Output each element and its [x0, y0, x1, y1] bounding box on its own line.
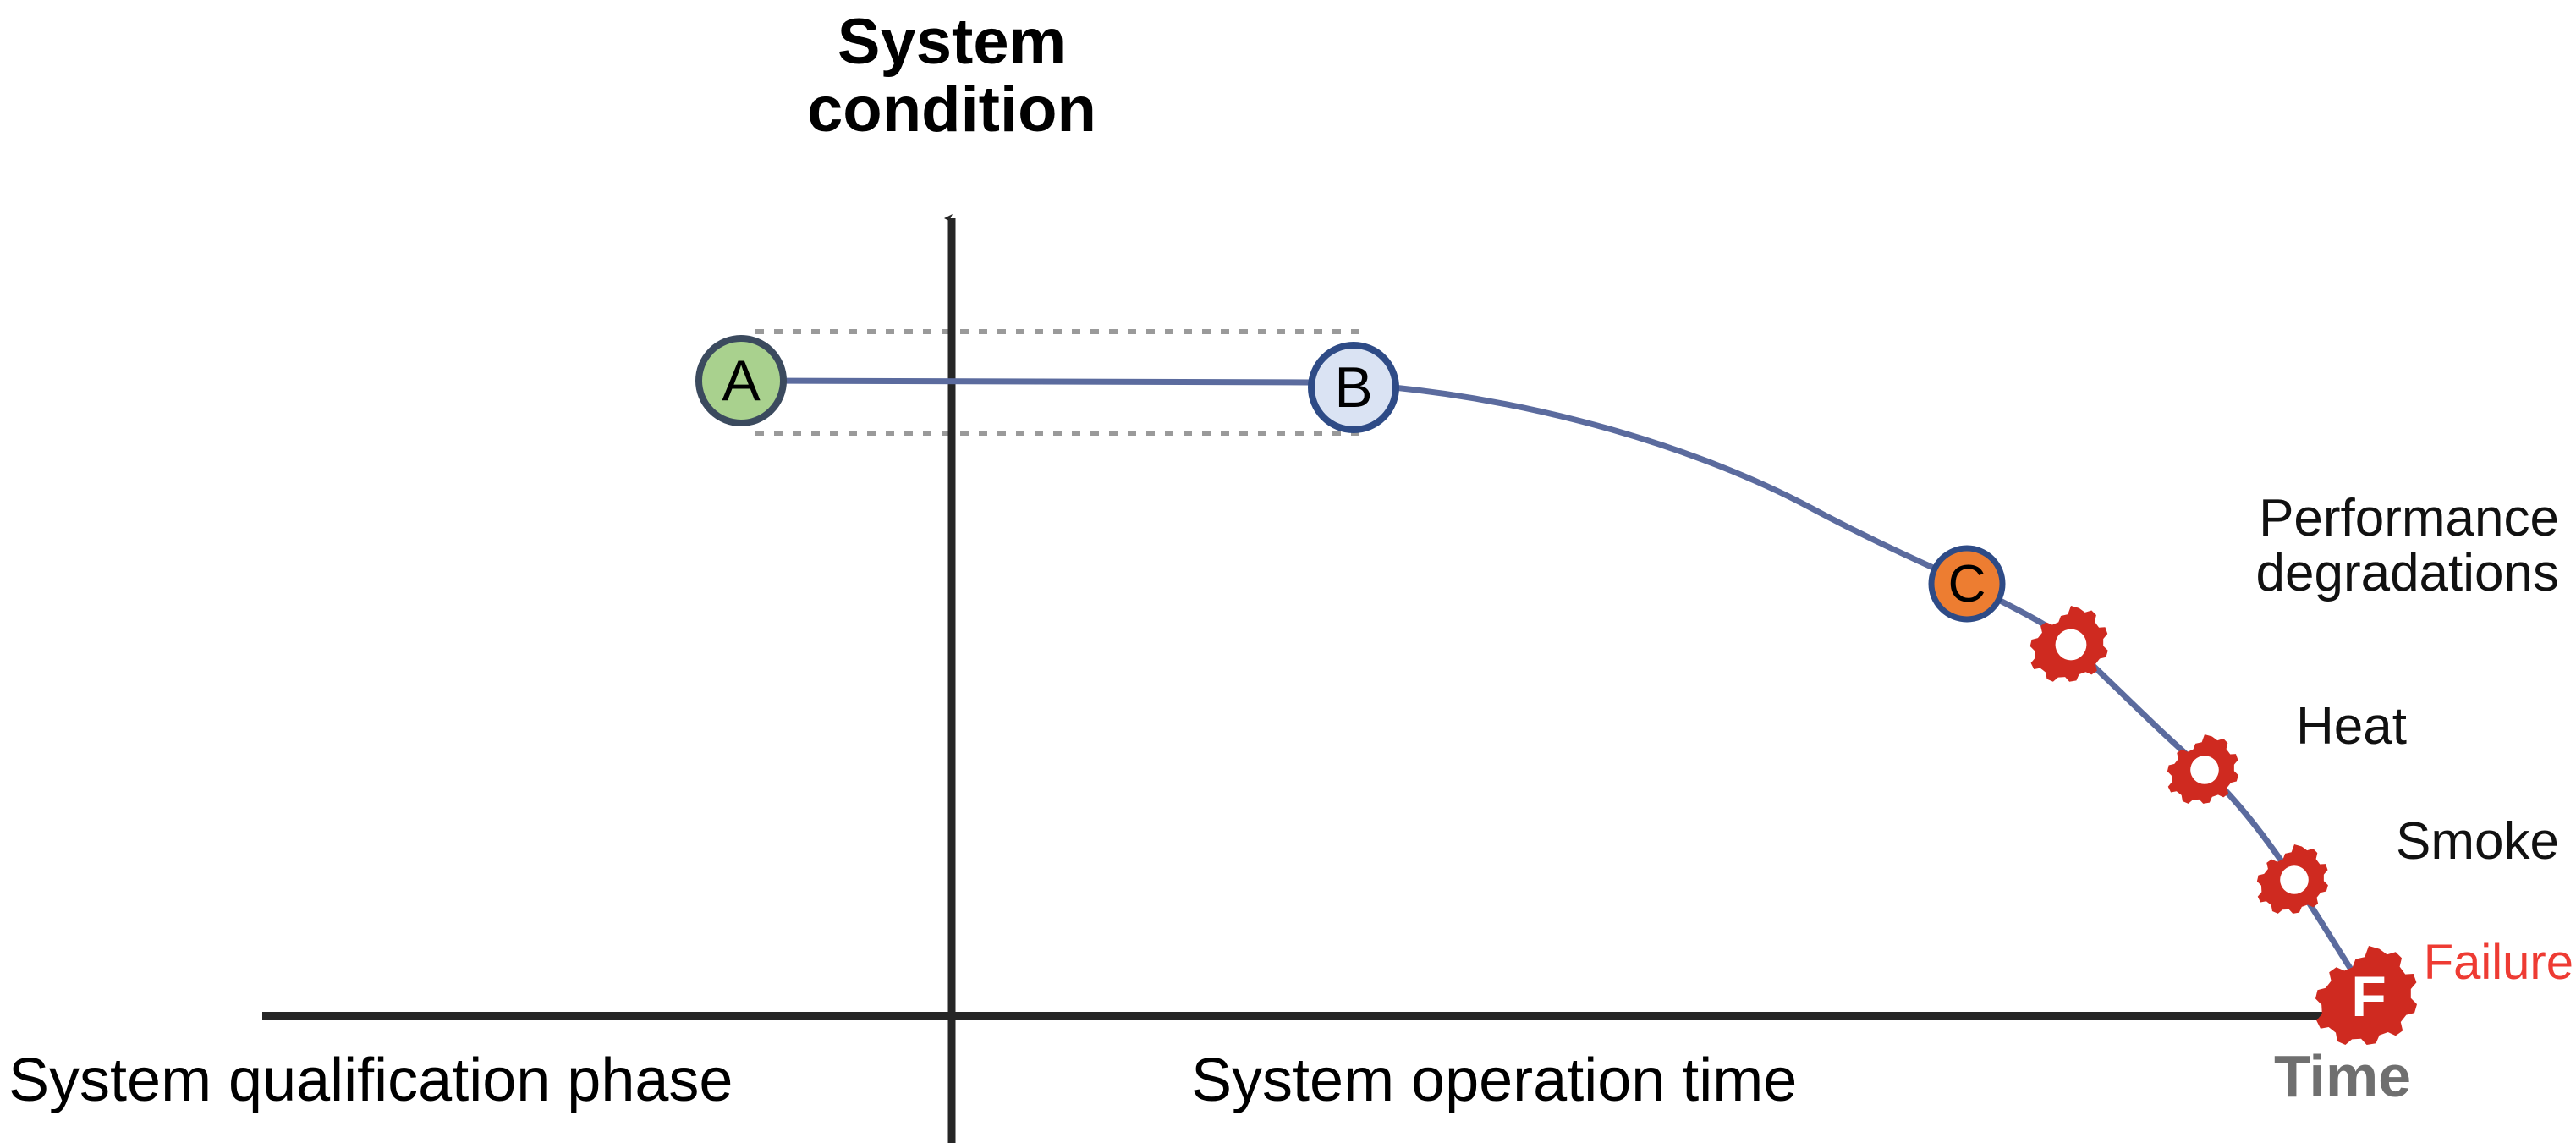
node-circle-b [1308, 342, 1399, 433]
system-condition-curve [738, 377, 2372, 1000]
label-failure: Failure [2423, 935, 2573, 990]
y-axis-title-line2: condition [807, 73, 1096, 146]
left-phase-caption: System qualification phase [8, 1047, 733, 1114]
label-heat: Heat [2296, 697, 2407, 756]
right-phase-caption: System operation time [1191, 1047, 1798, 1114]
plateau-guide-lines [755, 329, 1362, 436]
gear-performance-degradations [2029, 606, 2108, 682]
y-axis-title-line1: System [837, 6, 1067, 78]
label-smoke: Smoke [2396, 812, 2559, 871]
node-circle-a [695, 335, 787, 426]
gear-smoke [2256, 844, 2328, 914]
label-performance-degradations: Performance degradations [1844, 489, 2560, 603]
x-axis-label: Time [2274, 1043, 2412, 1109]
gear-heat [2167, 734, 2238, 804]
y-axis-title: System condition [681, 8, 1222, 144]
label-performance-degradations-line2: degradations [2255, 544, 2560, 603]
node-circle-c [1928, 545, 2006, 623]
label-performance-degradations-line1: Performance [2259, 489, 2559, 547]
